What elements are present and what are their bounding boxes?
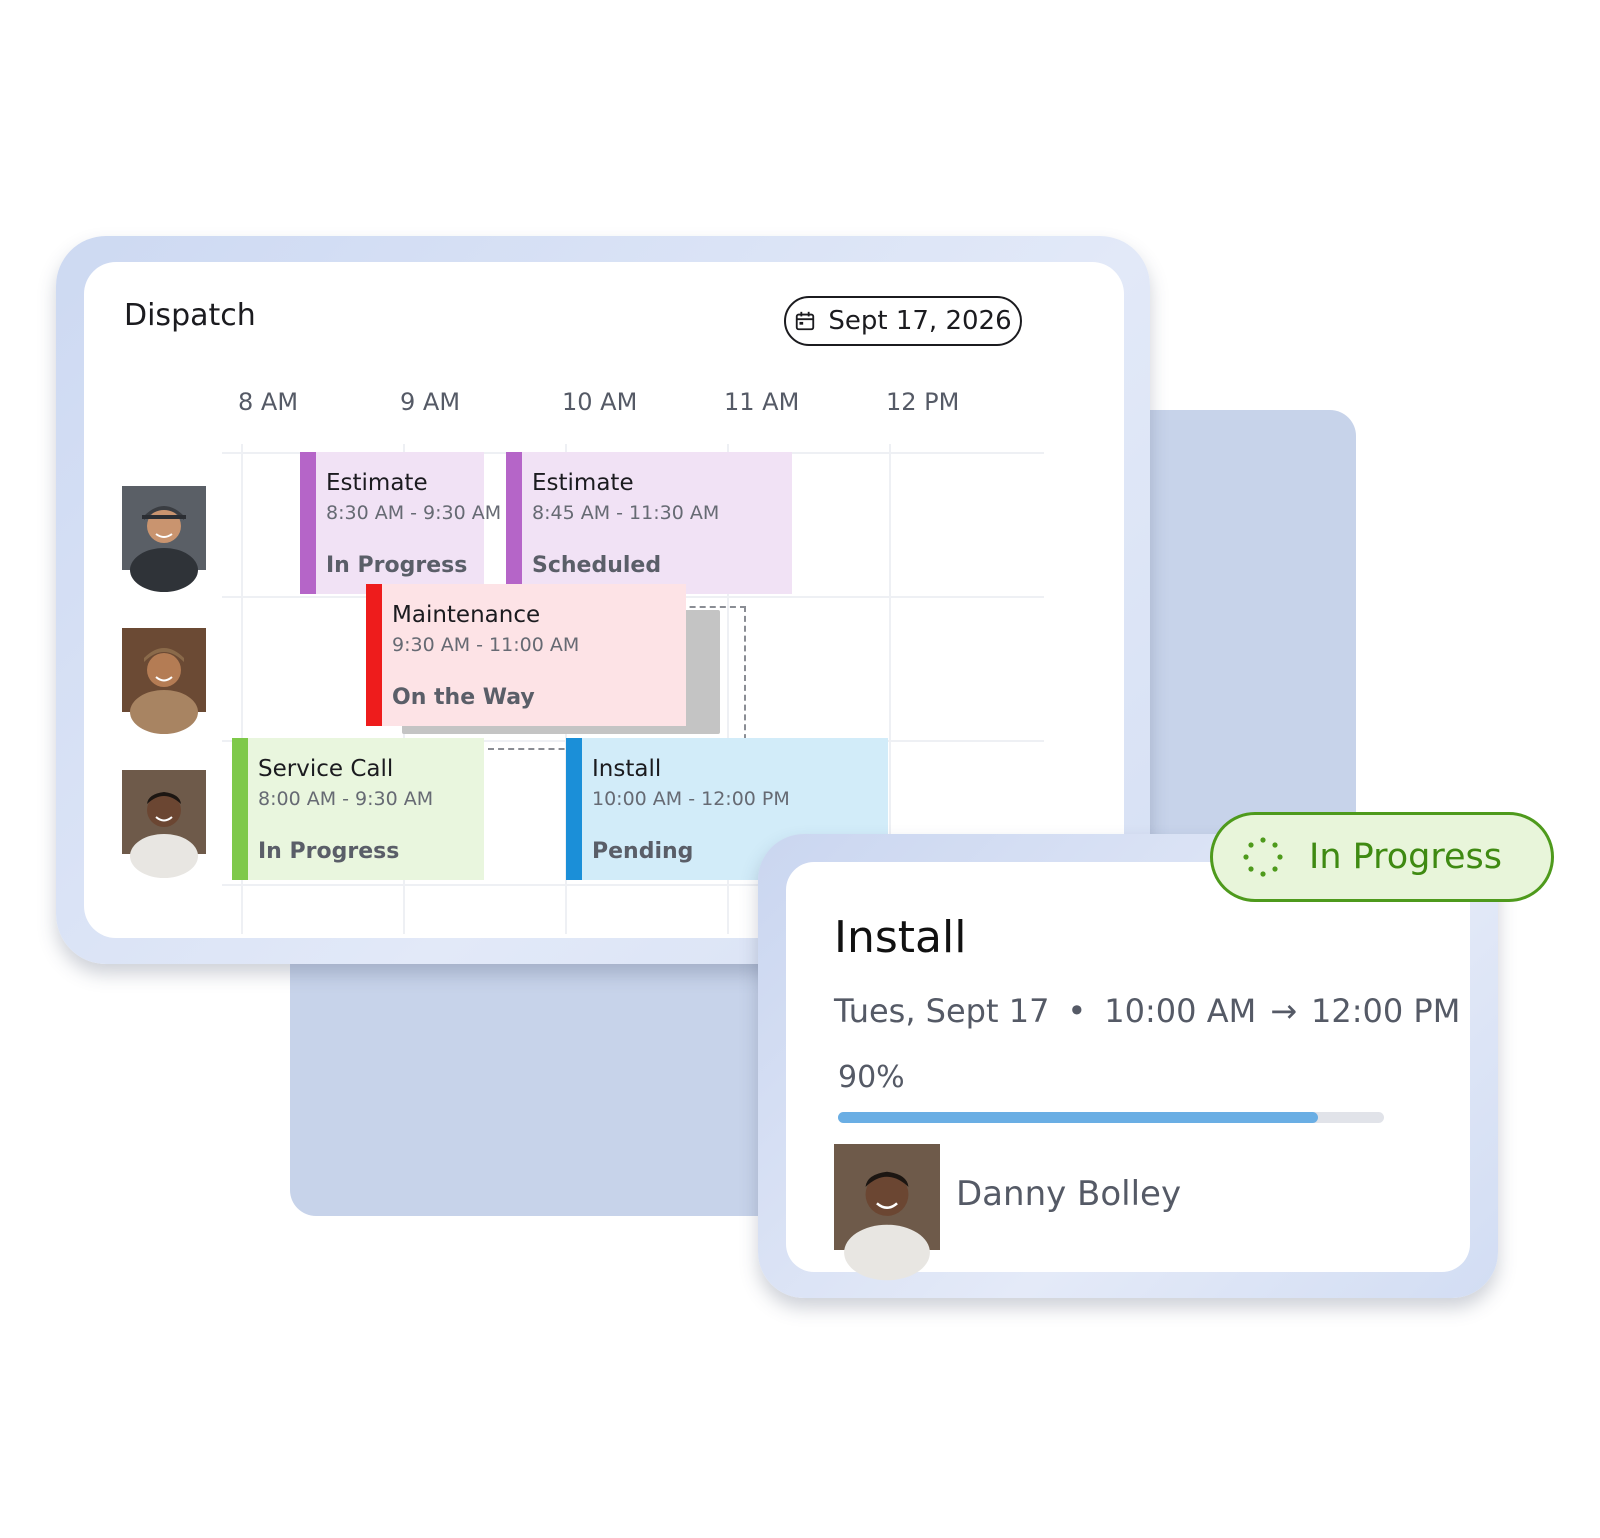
job-card[interactable]: Service Call 8:00 AM - 9:30 AM In Progre… bbox=[232, 738, 484, 880]
calendar-icon bbox=[796, 311, 815, 331]
technician-avatar[interactable] bbox=[122, 770, 206, 878]
dispatch-card: Dispatch Sept 17, 2026 8 AM 9 AM 10 AM 1… bbox=[84, 262, 1124, 938]
hour-label: 9 AM bbox=[400, 388, 461, 416]
job-color-bar bbox=[232, 738, 248, 880]
detail-title: Install bbox=[834, 912, 967, 963]
job-title: Service Call bbox=[258, 756, 394, 782]
job-time: 9:30 AM - 11:00 AM bbox=[392, 634, 580, 656]
job-status: On the Way bbox=[392, 685, 535, 710]
technician-avatar[interactable] bbox=[122, 628, 206, 734]
progress-fill bbox=[838, 1112, 1319, 1123]
date-label: Sept 17, 2026 bbox=[828, 306, 1012, 336]
arrow-right-icon: → bbox=[1270, 992, 1297, 1030]
job-card[interactable]: Install 10:00 AM - 12:00 PM Pending bbox=[566, 738, 888, 880]
grid-line bbox=[889, 444, 891, 934]
person-avatar-icon bbox=[122, 486, 206, 592]
detail-day: Tues, Sept 17 bbox=[834, 992, 1050, 1030]
dispatch-title: Dispatch bbox=[124, 298, 256, 333]
assignee-name: Danny Bolley bbox=[956, 1174, 1182, 1214]
job-title: Estimate bbox=[326, 470, 428, 496]
job-status: Scheduled bbox=[532, 553, 662, 578]
status-label: In Progress bbox=[1309, 837, 1502, 877]
detail-start: 10:00 AM bbox=[1104, 992, 1257, 1030]
job-status: In Progress bbox=[326, 553, 468, 578]
job-card-dragging[interactable]: Maintenance 9:30 AM - 11:00 AM On the Wa… bbox=[366, 584, 686, 726]
detail-end: 12:00 PM bbox=[1311, 992, 1461, 1030]
job-time: 10:00 AM - 12:00 PM bbox=[592, 788, 790, 810]
person-avatar-icon bbox=[834, 1144, 940, 1281]
job-title: Install bbox=[592, 756, 662, 782]
status-badge[interactable]: In Progress bbox=[1210, 812, 1554, 902]
job-color-bar bbox=[300, 452, 316, 594]
progress-percent: 90% bbox=[838, 1060, 905, 1095]
job-time: 8:00 AM - 9:30 AM bbox=[258, 788, 434, 810]
job-status: In Progress bbox=[258, 839, 400, 864]
hour-label: 8 AM bbox=[238, 388, 299, 416]
job-color-bar bbox=[366, 584, 382, 726]
job-time: 8:45 AM - 11:30 AM bbox=[532, 502, 720, 524]
person-avatar-icon bbox=[122, 628, 206, 734]
job-color-bar bbox=[566, 738, 582, 880]
job-title: Maintenance bbox=[392, 602, 541, 628]
date-picker-button[interactable]: Sept 17, 2026 bbox=[784, 296, 1022, 346]
person-avatar-icon bbox=[122, 770, 206, 878]
hour-label: 12 PM bbox=[886, 388, 960, 416]
job-detail-card[interactable]: Install Tues, Sept 17•10:00 AM→12:00 PM … bbox=[786, 862, 1470, 1281]
detail-schedule: Tues, Sept 17 • 10:00 AM → 12:00 PM bbox=[834, 992, 1460, 1030]
hour-label: 10 AM bbox=[562, 388, 638, 416]
job-title: Estimate bbox=[532, 470, 634, 496]
separator-dot: • bbox=[1067, 992, 1087, 1030]
job-status: Pending bbox=[592, 839, 694, 864]
job-card[interactable]: Estimate 8:30 AM - 9:30 AM In Progress bbox=[300, 452, 502, 594]
grid-line bbox=[241, 444, 243, 934]
grid-line bbox=[727, 444, 729, 934]
loading-spinner-icon bbox=[1243, 837, 1283, 877]
job-time: 8:30 AM - 9:30 AM bbox=[326, 502, 502, 524]
grid-line bbox=[222, 884, 1044, 886]
assignee-avatar bbox=[834, 1144, 940, 1281]
technician-avatar[interactable] bbox=[122, 486, 206, 592]
job-card[interactable]: Estimate 8:45 AM - 11:30 AM Scheduled bbox=[506, 452, 792, 594]
progress-track bbox=[838, 1112, 1384, 1123]
hour-label: 11 AM bbox=[724, 388, 800, 416]
job-color-bar bbox=[506, 452, 522, 594]
